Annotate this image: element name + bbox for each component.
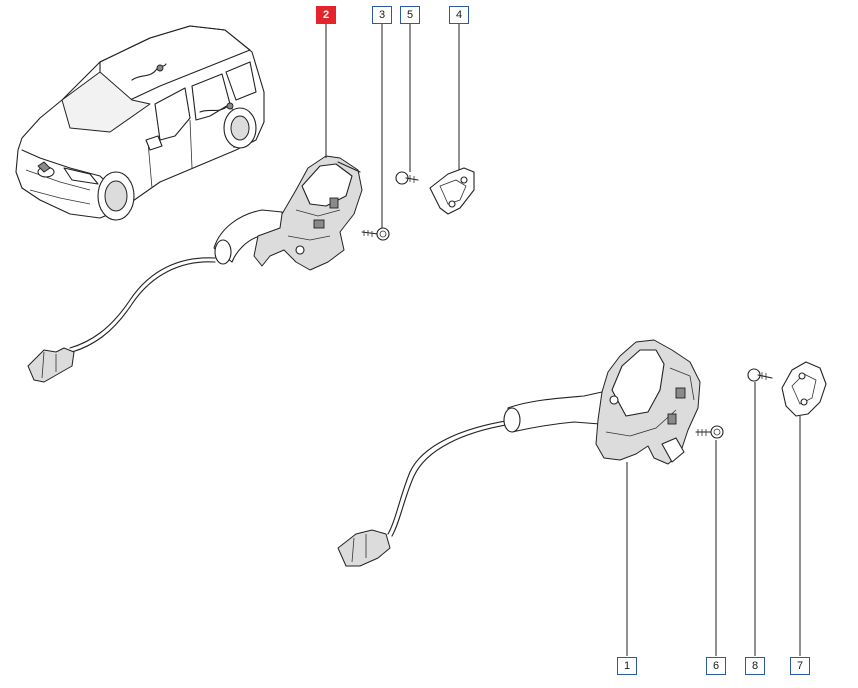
- screw-part-3: [361, 227, 390, 241]
- callout-part-1[interactable]: 1: [617, 657, 637, 675]
- callout-part-6[interactable]: 6: [706, 657, 726, 675]
- screw-part-5: [395, 171, 419, 185]
- callout-part-5[interactable]: 5: [400, 6, 420, 24]
- striker-part-4: [429, 167, 475, 215]
- front-lock-assembly: [337, 339, 701, 567]
- callout-part-3[interactable]: 3: [372, 6, 392, 24]
- screw-part-6: [695, 425, 724, 439]
- vehicle-illustration: [15, 25, 265, 221]
- striker-part-7: [781, 361, 827, 417]
- callout-part-4[interactable]: 4: [449, 6, 469, 24]
- callout-part-8[interactable]: 8: [745, 657, 765, 675]
- screw-part-8: [747, 368, 773, 382]
- rear-lock-assembly: [27, 155, 363, 383]
- callout-part-2[interactable]: 2: [316, 6, 336, 24]
- callout-part-7[interactable]: 7: [790, 657, 810, 675]
- leader-lines: [325, 24, 801, 656]
